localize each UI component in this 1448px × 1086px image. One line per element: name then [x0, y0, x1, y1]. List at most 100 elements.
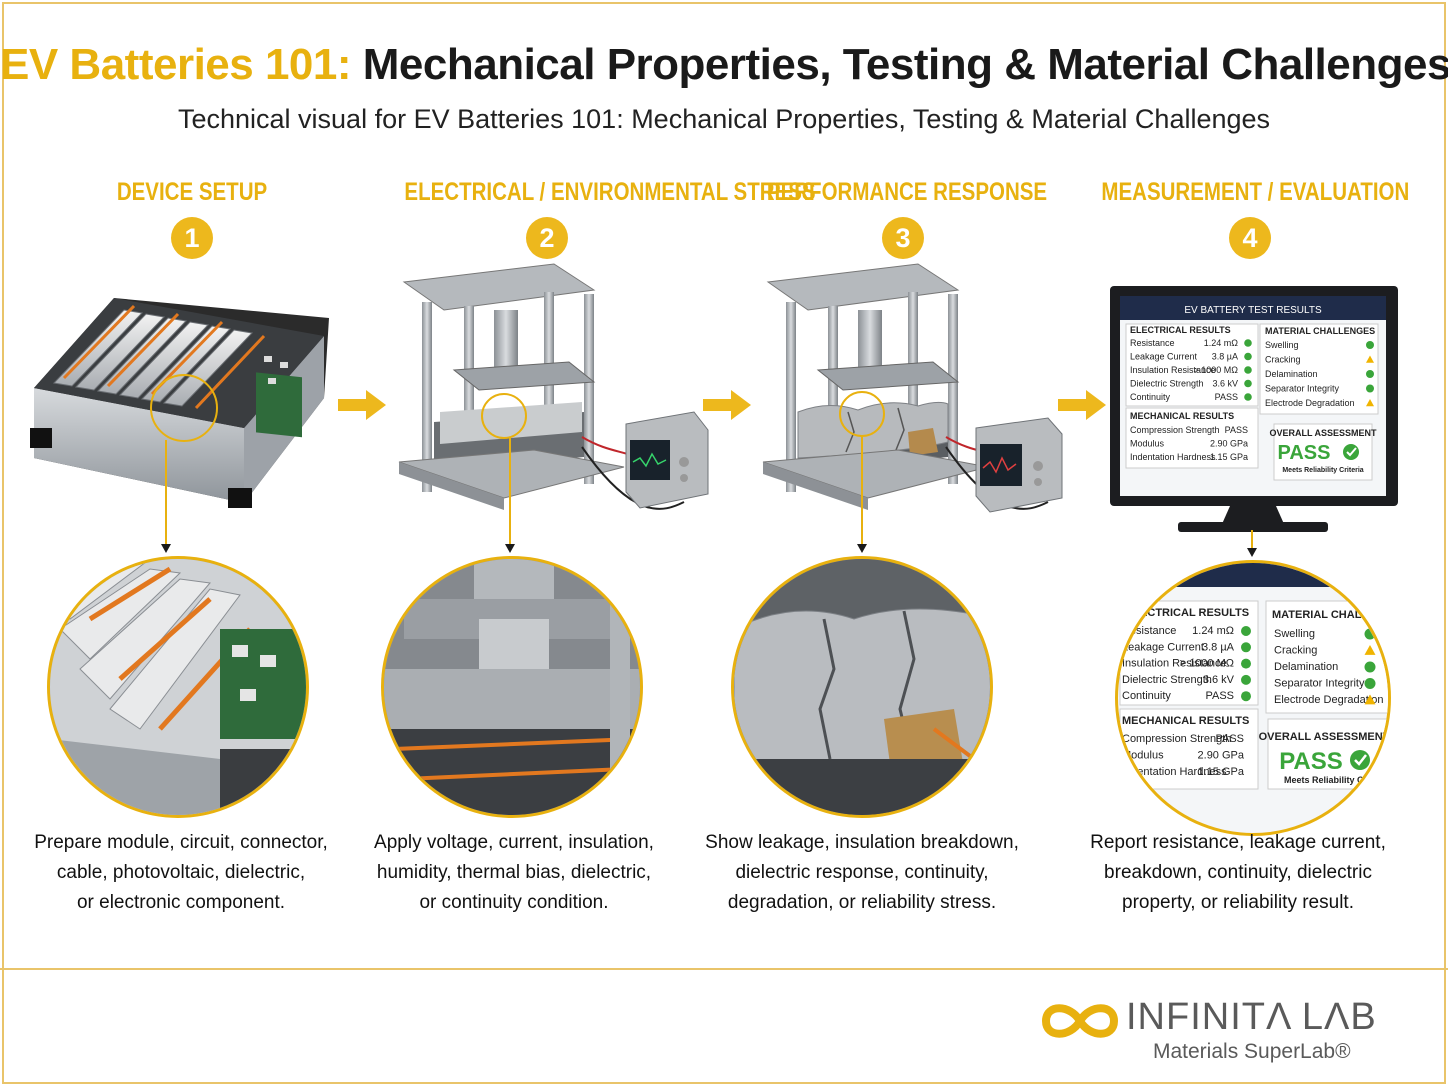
- monitor-mechanical-heading: MECHANICAL RESULTS: [1130, 411, 1234, 421]
- monitor-mechanical-value: 1.15 GPa: [1210, 452, 1248, 462]
- warning-icon: [1364, 645, 1376, 655]
- zoom-electrical-value: > 1000 MΩ: [1180, 658, 1234, 670]
- warning-icon: [1366, 399, 1374, 407]
- zoom-electrical-value: 3.8 µA: [1202, 641, 1235, 653]
- monitor-material-label: Separator Integrity: [1265, 384, 1340, 394]
- title-rest: Mechanical Properties, Testing & Materia…: [362, 40, 1448, 89]
- check-icon: [1244, 339, 1252, 347]
- zoom-material-label: Cracking: [1274, 645, 1317, 657]
- step-1-badge: 1: [171, 217, 213, 259]
- step-2-description: Apply voltage, current, insulation, humi…: [344, 828, 684, 918]
- check-icon: [1244, 393, 1252, 401]
- desc-line: or continuity condition.: [419, 892, 609, 913]
- monitor-electrical-value: 1.24 mΩ: [1204, 338, 1239, 348]
- monitor-electrical-label: Resistance: [1130, 338, 1175, 348]
- step-1-description: Prepare module, circuit, connector, cabl…: [11, 828, 351, 918]
- monitor-mechanical-value: PASS: [1225, 425, 1248, 435]
- zoom-material-label: Delamination: [1274, 661, 1338, 673]
- monitor-electrical-value: 3.6 kV: [1212, 379, 1238, 389]
- zoom-mechanical-value: PASS: [1215, 733, 1244, 745]
- zoom-overall-result: PASS: [1279, 748, 1343, 775]
- check-icon: [1241, 642, 1251, 653]
- desc-line: dielectric response, continuity,: [735, 862, 989, 883]
- step-1-heading: DEVICE SETUP: [116, 178, 268, 206]
- monitor-overall-result: PASS: [1278, 442, 1331, 464]
- zoom-mechanical-label: Modulus: [1122, 750, 1164, 762]
- zoom-overall-note: Meets Reliability Criteri: [1284, 775, 1384, 785]
- zoom-mechanical-label: Indentation Hardness: [1122, 766, 1227, 778]
- check-icon: [1241, 658, 1251, 669]
- zoom-mechanical-heading: MECHANICAL RESULTS: [1122, 715, 1249, 727]
- monitor-mechanical-label: Compression Strength: [1130, 425, 1220, 435]
- desc-line: cable, photovoltaic, dielectric,: [56, 862, 306, 883]
- monitor-electrical-value: PASS: [1215, 392, 1238, 402]
- warning-icon: [1364, 694, 1376, 705]
- step-3-description: Show leakage, insulation breakdown, diel…: [692, 828, 1032, 918]
- step-4-badge: 4: [1229, 217, 1271, 259]
- monitor-electrical-label: Continuity: [1130, 392, 1171, 402]
- zoom-material-label: Separator Integrity: [1274, 678, 1365, 690]
- check-icon: [1241, 626, 1251, 636]
- monitor-title: EV BATTERY TEST RESULTS: [1184, 305, 1322, 316]
- desc-line: or electronic component.: [76, 892, 286, 913]
- zoom-electrical-label: Continuity: [1122, 690, 1171, 702]
- check-icon: [1364, 678, 1376, 689]
- arrow-right-icon: [703, 390, 751, 420]
- zoom-press-contact: [381, 556, 643, 818]
- press-test-illustration: [398, 263, 709, 510]
- monitor-material-label: Electrode Degradation: [1265, 398, 1355, 408]
- footer-divider: [0, 968, 1448, 970]
- infinita-lab-logo: INFINITΛ LΛB Materials SuperLab®: [1040, 994, 1400, 1064]
- page-title: EV Batteries 101: Mechanical Properties,…: [0, 40, 1448, 90]
- pass-check-icon: [1350, 750, 1370, 770]
- press-damage-illustration: [762, 263, 1063, 513]
- monitor-electrical-label: Dielectric Strength: [1130, 379, 1204, 389]
- logo-tagline: Materials SuperLab®: [1153, 1040, 1351, 1063]
- battery-module-illustration: [30, 298, 329, 508]
- monitor-electrical-label: Leakage Current: [1130, 352, 1198, 362]
- page-subtitle: Technical visual for EV Batteries 101: M…: [177, 104, 1271, 134]
- desc-line: Show leakage, insulation breakdown,: [705, 832, 1019, 853]
- step-4-description: Report resistance, leakage current, brea…: [1068, 828, 1408, 918]
- monitor-electrical-value: > 1000 MΩ: [1193, 365, 1238, 375]
- monitor-mechanical-label: Indentation Hardness: [1130, 452, 1216, 462]
- step-2-badge: 2: [526, 217, 568, 259]
- zoom-electrical-label: Leakage Current: [1122, 641, 1204, 653]
- monitor-overall-heading: OVERALL ASSESSMENT: [1269, 428, 1377, 438]
- check-icon: [1241, 674, 1251, 685]
- monitor-electrical-label: Insulation Resistance: [1130, 365, 1216, 375]
- zoom-overall-heading: OVERALL ASSESSMENT: [1259, 731, 1390, 743]
- zoom-mechanical-value: 2.90 GPa: [1198, 750, 1245, 762]
- check-icon: [1366, 341, 1374, 349]
- zoom-material-label: Swelling: [1274, 628, 1315, 640]
- desc-line: degradation, or reliability stress.: [727, 892, 997, 913]
- zoom-electrical-value: 1.24 mΩ: [1192, 625, 1234, 637]
- desc-line: breakdown, continuity, dielectric: [1104, 862, 1372, 883]
- zoom-electrical-label: Insulation Resistance: [1122, 658, 1227, 670]
- logo-name: INFINITΛ LΛB: [1126, 996, 1377, 1038]
- infinity-icon: [1041, 1004, 1119, 1038]
- zoom-electrical-value: PASS: [1205, 690, 1234, 702]
- zoom-electrical-heading: ELECTRICAL RESULTS: [1126, 607, 1249, 619]
- check-icon: [1366, 384, 1374, 393]
- check-icon: [1364, 661, 1376, 673]
- desc-line: Prepare module, circuit, connector,: [34, 832, 328, 853]
- zoom-module-cells: [47, 556, 309, 818]
- arrow-right-icon: [338, 390, 386, 420]
- zoom-electrical-value: 3.6 kV: [1203, 674, 1235, 686]
- monitor-electrical-value: 3.8 µA: [1212, 352, 1238, 362]
- step-3-heading: PERFORMANCE RESPONSE: [766, 178, 1048, 206]
- monitor-material-heading: MATERIAL CHALLENGES: [1265, 326, 1375, 336]
- check-icon: [1244, 379, 1252, 388]
- desc-line: Apply voltage, current, insulation,: [374, 832, 654, 853]
- monitor-mechanical-value: 2.90 GPa: [1210, 439, 1248, 449]
- step-4-heading: MEASUREMENT / EVALUATION: [1101, 178, 1410, 206]
- monitor-overall-note: Meets Reliability Criteria: [1282, 467, 1363, 474]
- warning-icon: [1366, 355, 1374, 363]
- monitor-material-label: Cracking: [1265, 355, 1301, 365]
- desc-line: Report resistance, leakage current,: [1090, 832, 1386, 853]
- results-monitor: EV BATTERY TEST RESULTS ELECTRICAL RESUL…: [1110, 286, 1398, 532]
